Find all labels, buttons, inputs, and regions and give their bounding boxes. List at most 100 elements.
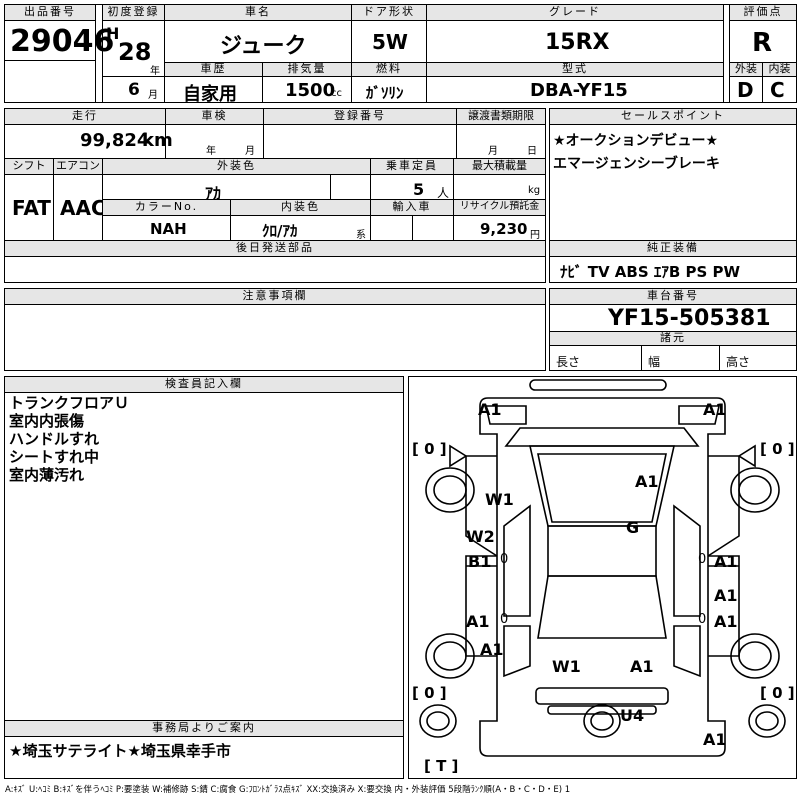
model: DBA-YF15 [530,80,628,101]
reg-year: 28 [118,38,152,66]
damage-mark: A1 [703,400,727,419]
ext-label: 外装 [730,63,762,77]
insp-month-unit: 月 [245,146,255,157]
displacement: 1500 [285,80,336,101]
inspector-note: シートすれ中 [9,448,100,466]
import-label: 輸入車 [371,200,453,216]
regno-label: 登録番号 [264,109,456,125]
damage-mark: A1 [635,472,659,491]
shift: FAT [12,196,51,220]
ext-score: D [737,78,754,102]
recycle: 9,230 [480,220,528,238]
inspector-note: 室内内張傷 [9,412,85,430]
door-label: ドア形状 [352,5,426,21]
reg-label: 初度登録 [103,5,164,21]
equipment-label: 純正装備 [550,241,796,257]
damage-mark: A1 [630,657,654,676]
history-label: 車歴 [165,63,262,77]
reg-month: 6 [128,80,140,100]
selling-point-2: エマージェンシーブレーキ [553,156,720,172]
door: 5W [372,30,408,54]
transfer-label: 譲渡書類期限 [457,109,545,125]
zero-mark: 0 [698,612,707,627]
notes-label: 注意事項欄 [5,289,545,305]
damage-mark: U4 [620,706,645,725]
mileage-unit: km [142,130,173,151]
later-label: 後日発送部品 [5,241,545,257]
tire-bracket: [ 0 ] [412,684,447,702]
dims-label: 諸元 [550,332,796,346]
lot-label: 出品番号 [5,5,95,21]
model-label: 型式 [427,63,723,77]
maxload-unit: kg [528,185,541,196]
car-name: ジューク [220,34,307,59]
mileage-label: 走行 [5,109,165,125]
tire-bracket: [ 0 ] [412,440,447,458]
displacement-label: 排気量 [263,63,351,77]
inspector-note: トランクフロアＵ [9,394,130,412]
chassis-label: 車台番号 [550,289,796,305]
month-unit: 月 [148,90,158,101]
displacement-unit: cc [331,88,342,99]
damage-mark: W1 [552,657,581,676]
office-label: 事務局よりご案内 [5,721,403,737]
capacity-unit: 人 [437,186,450,200]
car-name-label: 車名 [165,5,351,21]
ac: AAC [60,196,106,220]
intcolor-unit: 系 [356,230,366,241]
score: R [752,28,773,58]
grade-label: グレード [427,5,723,21]
office-info: ★埼玉サテライト★埼玉県幸手市 [9,742,231,760]
zero-mark: 0 [500,612,509,627]
damage-mark: A1 [714,552,738,571]
damage-mark: G [626,518,640,537]
zero-mark: 0 [500,552,509,567]
legend: A:ｷｽﾞ U:ﾍｺﾐ B:ｷｽﾞを伴うﾍｺﾐ P:要塗装 W:補修跡 S:錆 … [5,785,571,795]
insp-year-unit: 年 [206,146,216,157]
tire-bracket: [ 0 ] [760,684,795,702]
damage-mark: W2 [466,527,495,546]
mileage: 99,824 [80,130,150,151]
fuel: ｶﾞｿﾘﾝ [366,84,404,102]
transfer-day-unit: 日 [527,146,537,157]
equipment: ﾅﾋﾞ TV ABS ｴｱB PS PW [560,263,741,281]
damage-mark: W1 [485,490,514,509]
inspector-label: 検査員記入欄 [5,377,403,393]
inspector-note: 室内薄汚れ [9,466,85,484]
chassis-number: YF15-505381 [608,306,771,331]
inspection-label: 車検 [166,109,263,125]
capacity: 5 [413,180,425,199]
maxload-label: 最大積載量 [454,159,545,175]
intcolor: ｸﾛ/ｱｶ [262,222,298,240]
damage-mark: A1 [714,586,738,605]
inspector-note: ハンドルすれ [9,430,100,448]
grade: 15RX [545,30,610,55]
damage-mark: A1 [478,400,502,419]
intcolor-label: 内装色 [231,200,370,216]
score-label: 評価点 [730,5,796,21]
selling-point-1: ★オークションデビュー★ [553,133,719,149]
shift-label: シフト [5,159,53,175]
tire-bracket: [ T ] [424,757,459,775]
zero-mark: 0 [698,552,707,567]
lot-number: 29046 [10,24,115,59]
length-label: 長さ [556,355,581,369]
int-label: 内装 [763,63,796,77]
recycle-unit: 円 [530,230,540,241]
color: ｱｶ [205,184,222,203]
year-unit: 年 [150,66,160,77]
history: 自家用 [183,84,237,105]
car-outline [419,379,786,757]
damage-mark: A1 [480,640,504,659]
capacity-label: 乗車定員 [371,159,453,175]
damage-mark: B1 [468,552,492,571]
color-label: 外装色 [103,159,370,175]
damage-mark: A1 [703,730,727,749]
width-label: 幅 [648,355,661,369]
damage-mark: A1 [714,612,738,631]
height-label: 高さ [726,355,751,369]
colorno: NAH [150,220,187,238]
int-score: C [770,78,785,102]
era: H [106,24,120,43]
selling-points-label: セールスポイント [550,109,796,125]
